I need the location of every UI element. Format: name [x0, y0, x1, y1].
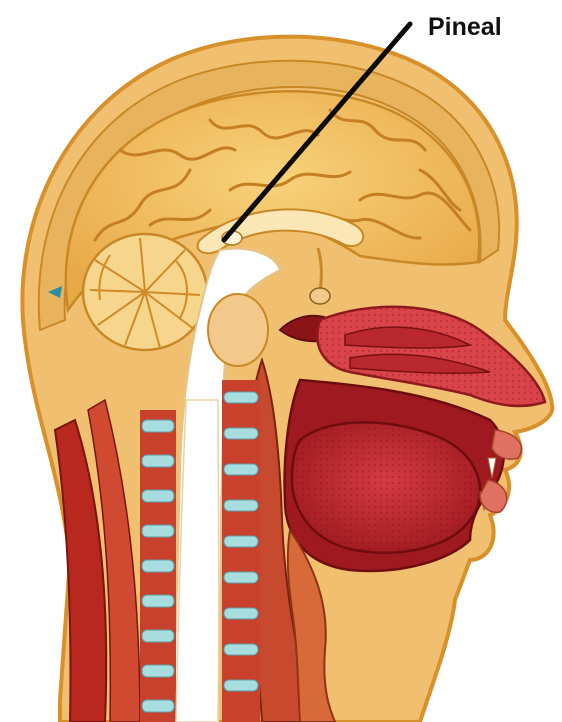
posterior-vertebrae: [140, 410, 176, 722]
pons: [208, 294, 268, 366]
anterior-vertebrae: [222, 380, 260, 722]
cerebellum: [83, 234, 207, 350]
pineal-label: Pineal: [428, 13, 502, 41]
